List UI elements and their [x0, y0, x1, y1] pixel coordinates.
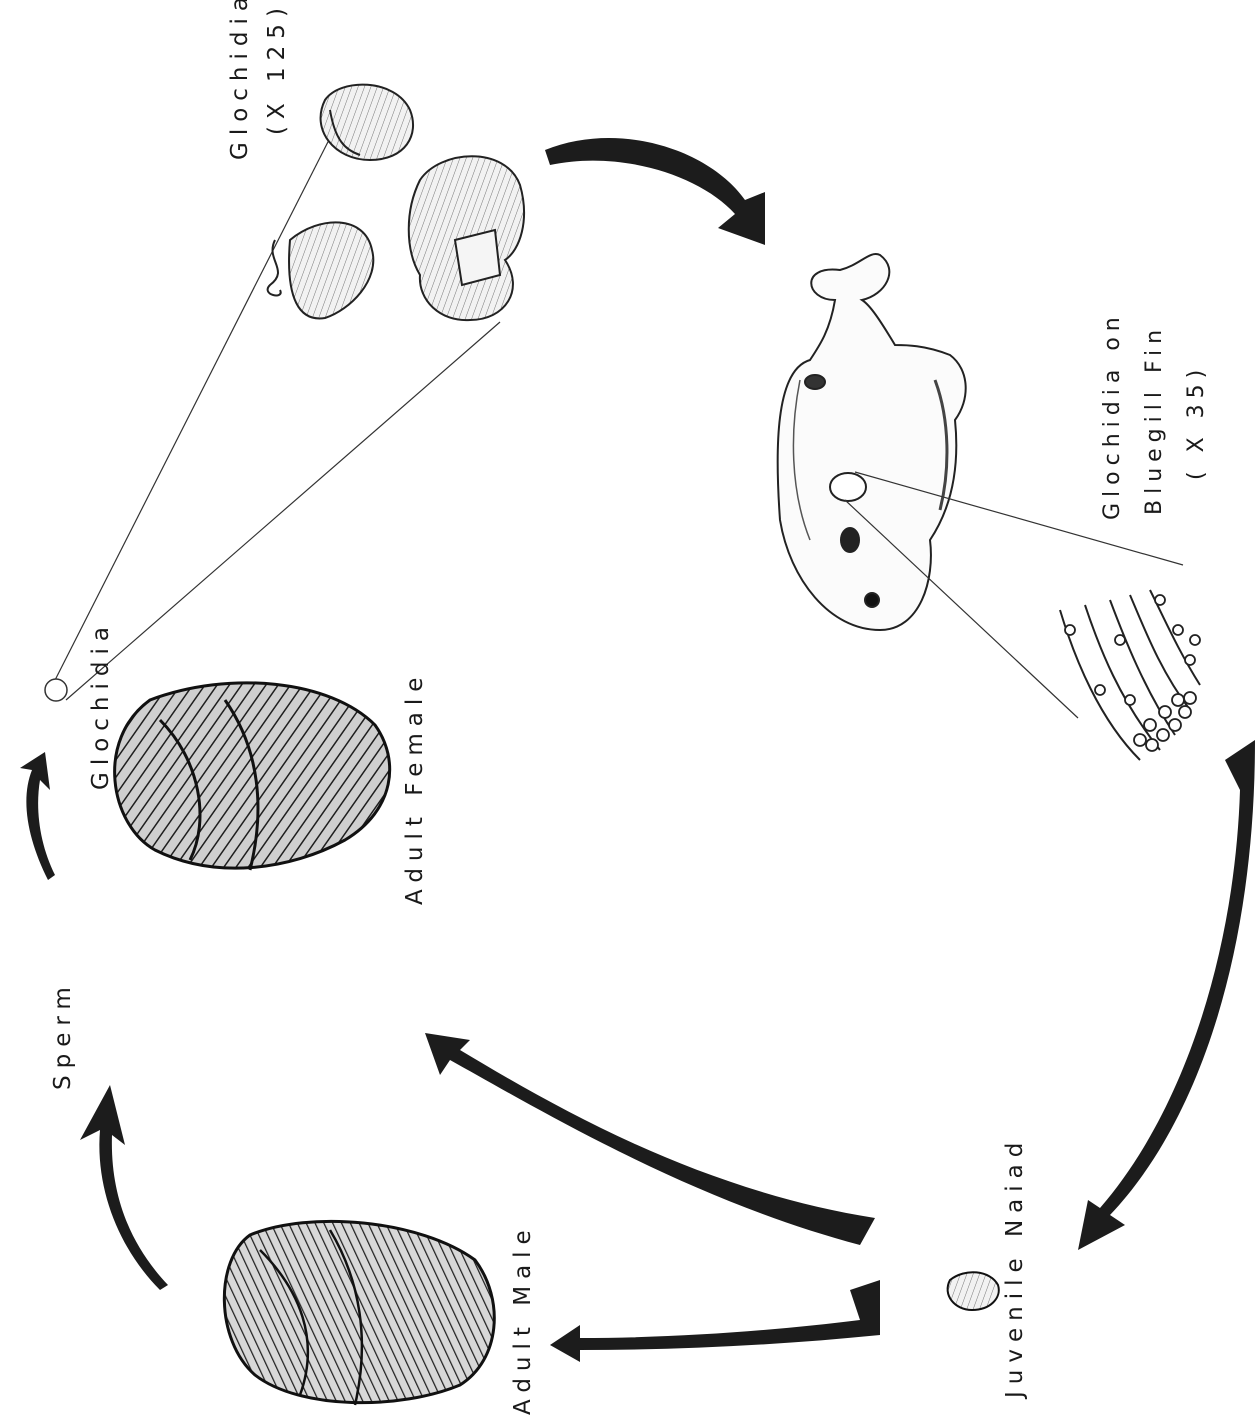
- label-adult-female: Adult Female: [400, 671, 430, 905]
- glochidium-dot: [45, 679, 67, 701]
- arrow-glochidia-to-fish: [545, 138, 765, 245]
- juvenile-naiad-shell-illustration: [948, 1272, 999, 1310]
- label-magnification-35: ( X 35): [1182, 364, 1212, 480]
- label-glochidia-magnified: Glochidia: [225, 0, 255, 160]
- label-glochidia-on: Glochidia on: [1098, 311, 1128, 520]
- label-sperm: Sperm: [48, 980, 78, 1090]
- arrow-glochidia-release: [20, 752, 55, 880]
- arrow-juvenile-to-male: [550, 1280, 880, 1362]
- adult-female-shell-illustration: [115, 683, 390, 870]
- label-adult-male: Adult Male: [508, 1223, 538, 1415]
- arrow-fish-to-juvenile: [1078, 740, 1255, 1250]
- label-bluegill-fin: Bluegill Fin: [1140, 324, 1170, 515]
- bluegill-fish-illustration: [778, 254, 966, 630]
- glochidia-enlarged-illustration: [268, 85, 524, 321]
- adult-male-shell-illustration: [224, 1221, 494, 1405]
- arrow-sperm: [80, 1085, 168, 1290]
- label-magnification-125: (X 125): [262, 1, 292, 135]
- label-juvenile-naiad: Juvenile Naiad: [1000, 1136, 1030, 1398]
- arrow-juvenile-to-female: [425, 1033, 875, 1245]
- label-glochidia-released: Glochidia: [86, 620, 116, 790]
- fin-with-glochidia-illustration: [1060, 590, 1200, 760]
